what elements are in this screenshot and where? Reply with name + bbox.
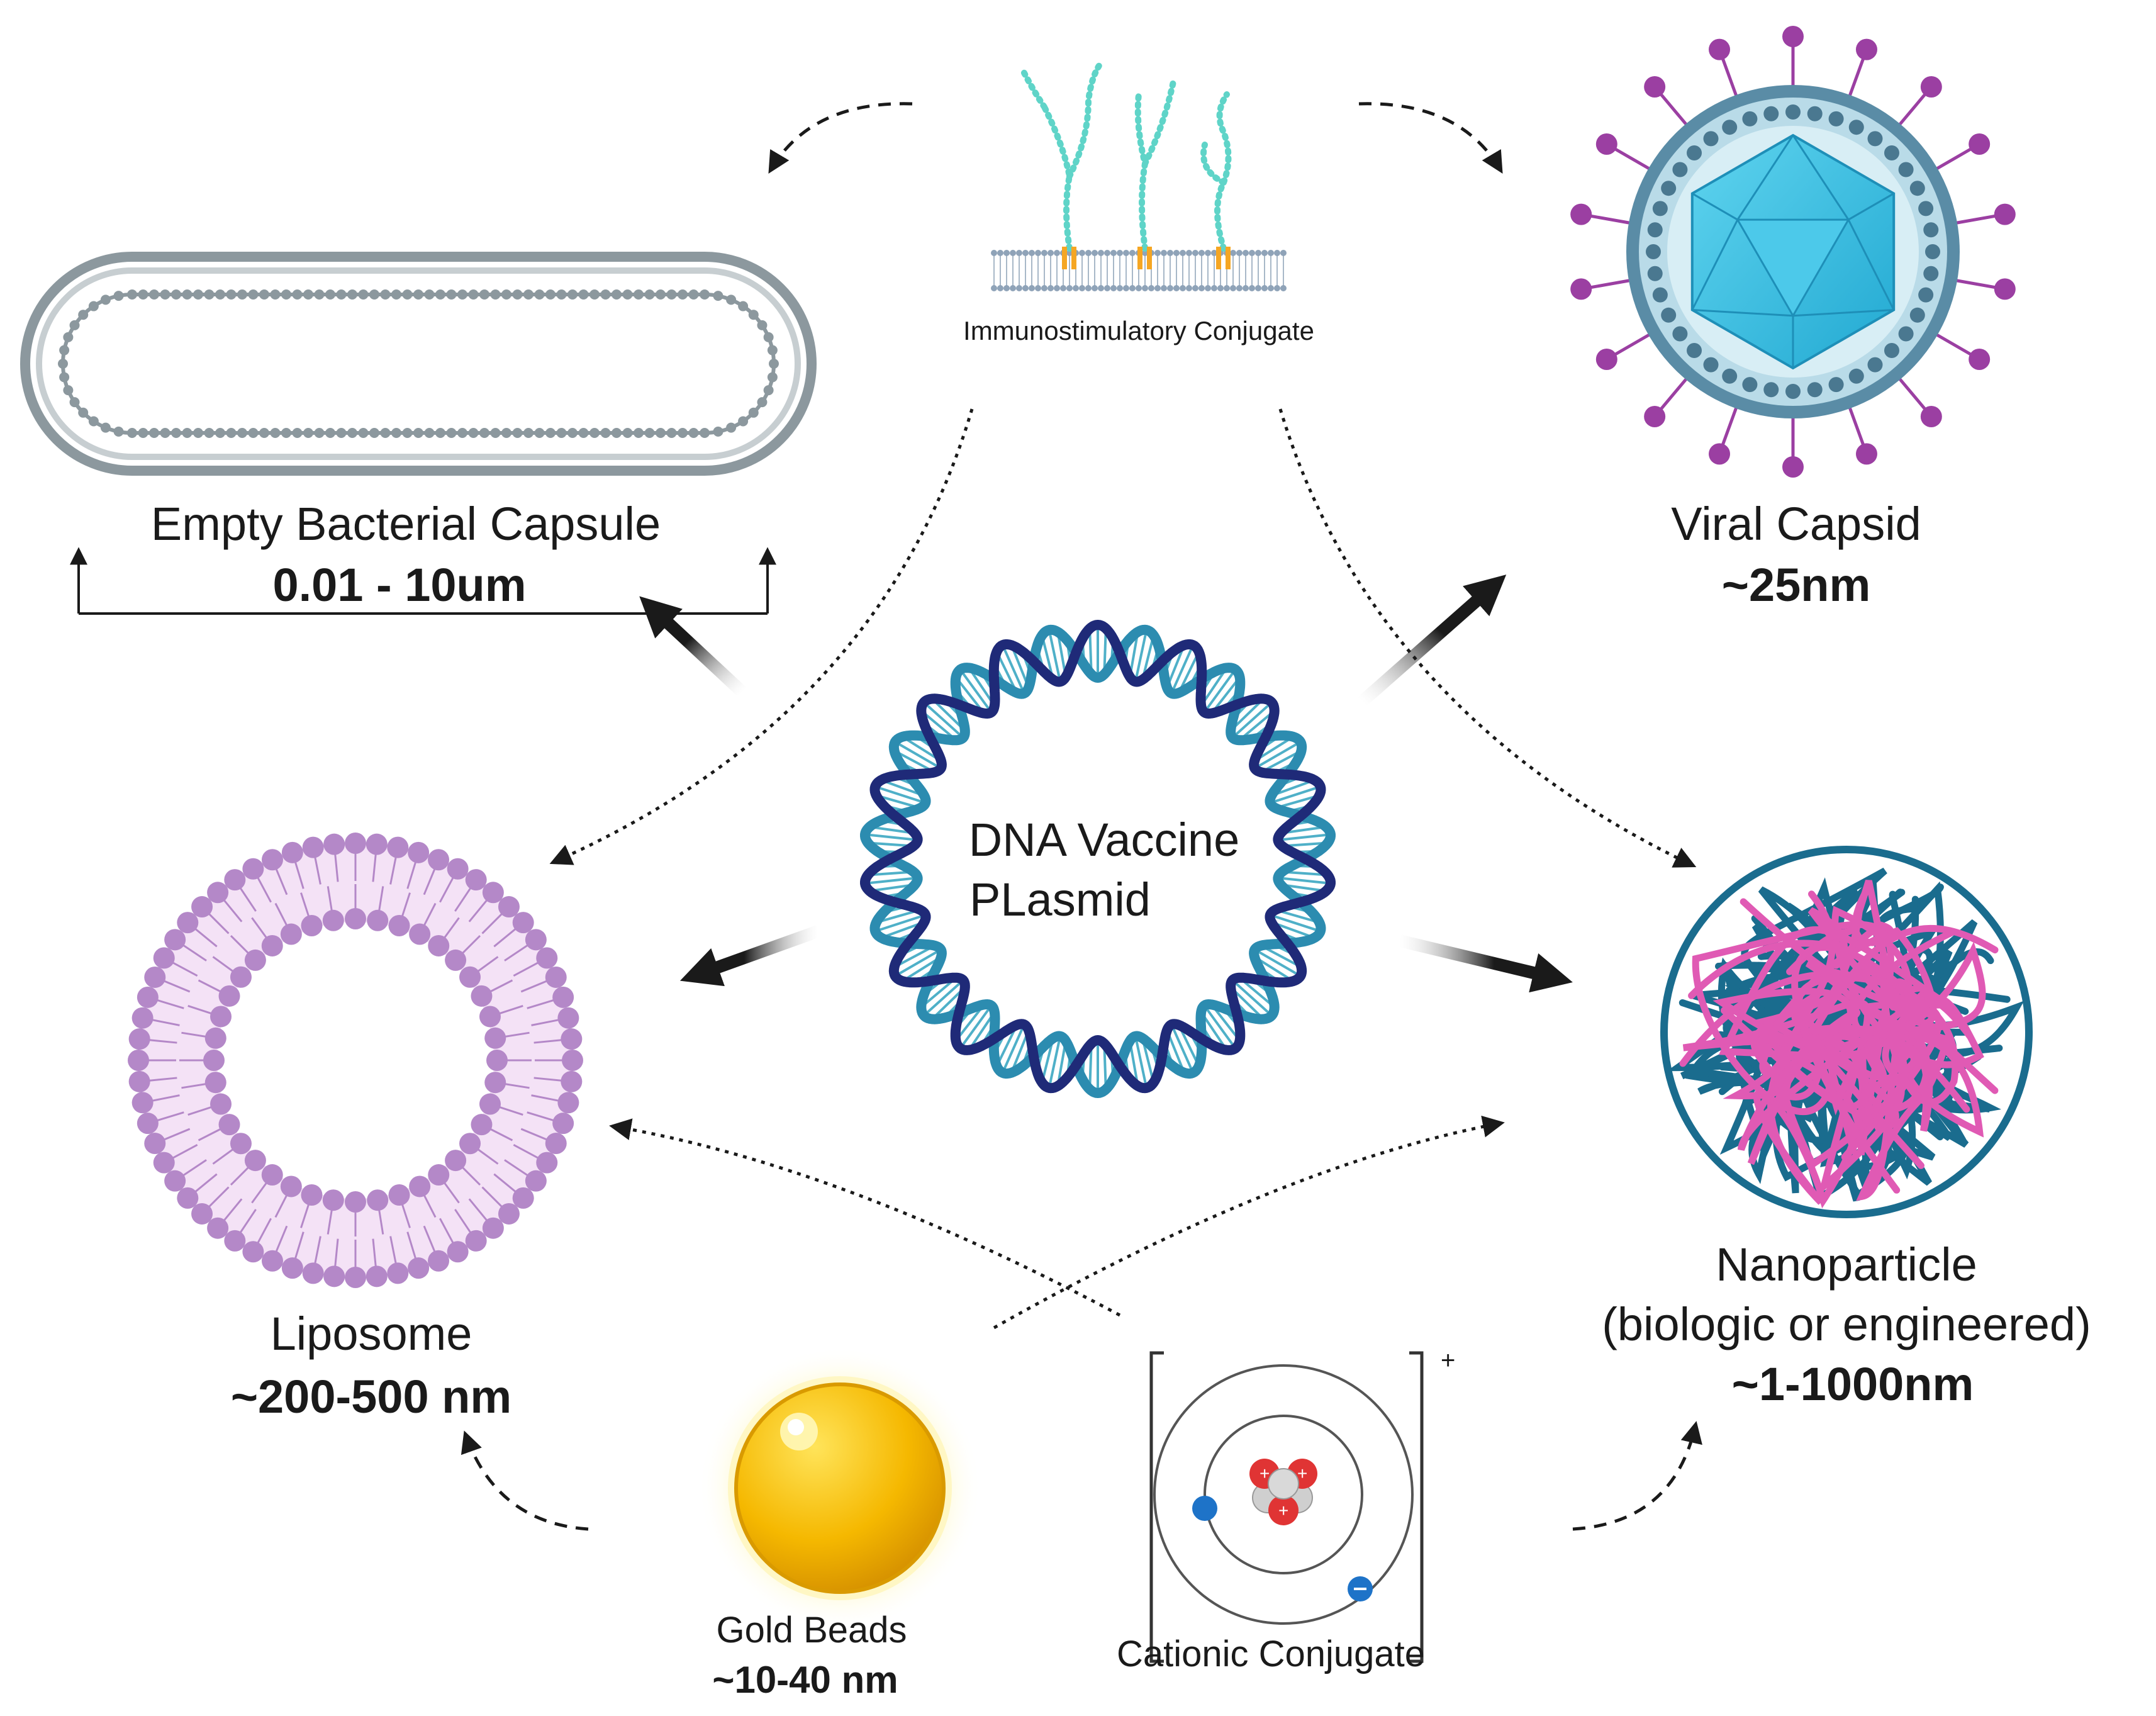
- dotted-arrow-immuno-to-liposome: [549, 408, 974, 865]
- liposome-name: Liposome: [271, 1308, 472, 1360]
- dashed-arrow-immuno-to-bacterial: [768, 102, 913, 174]
- nanoparticle-illustration: [1660, 846, 2033, 1218]
- nanoparticle-size: ~1-1000nm: [1732, 1358, 1974, 1410]
- viral-capsid-illustration: [1570, 26, 2016, 478]
- nanoparticle-subtitle: (biologic or engineered): [1602, 1298, 2091, 1350]
- plasmid-name-line2: PLasmid: [969, 873, 1151, 926]
- size-range-bracket: [70, 547, 776, 615]
- immunostimulatory-conjugate-name: Immunostimulatory Conjugate: [963, 316, 1314, 345]
- liposome-size: ~200-500 nm: [231, 1371, 511, 1423]
- dashed-arrow-cationic-to-nanoparticle: [1572, 1421, 1702, 1531]
- cationic-charge: +: [1441, 1347, 1455, 1374]
- cationic-conjugate-illustration: + + +: [1149, 1351, 1424, 1663]
- plasmid-name-line1: DNA Vaccine: [969, 814, 1240, 866]
- bacterial-capsule-name: Empty Bacterial Capsule: [151, 498, 661, 550]
- dashed-curved-arrows: [461, 102, 1702, 1531]
- gold-beads-size: ~10-40 nm: [712, 1659, 898, 1701]
- dashed-arrow-immuno-to-viral: [1358, 102, 1503, 174]
- arrow-to-viral-capsid: [1358, 575, 1507, 707]
- delivery-arrows: [639, 575, 1573, 993]
- immunostimulatory-conjugate-illustration: [991, 60, 1287, 291]
- viral-capsid-size: ~25nm: [1722, 559, 1871, 611]
- nanoparticle-name: Nanoparticle: [1716, 1238, 1977, 1291]
- svg-text:+: +: [1260, 1464, 1270, 1483]
- electron-icon: [1192, 1496, 1217, 1521]
- dotted-arrow-gold-to-nanoparticle: [993, 1115, 1505, 1330]
- arrow-to-liposome: [679, 925, 820, 987]
- gold-bead-illustration: [698, 1347, 981, 1630]
- nucleus-icon: + + +: [1249, 1459, 1317, 1525]
- dotted-arrow-immuno-to-nanoparticle: [1278, 408, 1697, 868]
- liposome-illustration: [128, 833, 583, 1288]
- gold-beads-name: Gold Beads: [716, 1610, 907, 1651]
- arrow-to-nanoparticle: [1398, 934, 1573, 993]
- viral-capsid-name: Viral Capsid: [1671, 498, 1921, 550]
- dna-plasmid-illustration: [860, 620, 1336, 1098]
- dashed-arrow-gold-to-liposome: [461, 1430, 589, 1531]
- svg-text:+: +: [1278, 1501, 1288, 1520]
- arrow-to-bacterial-capsule: [639, 596, 747, 697]
- cationic-conjugate-name: Cationic Conjugate: [1117, 1634, 1425, 1674]
- dotted-arrow-cationic-to-liposome: [609, 1118, 1121, 1317]
- bacterial-capsule-size: 0.01 - 10um: [272, 559, 526, 611]
- conjugate-dotted-arrows: [549, 408, 1697, 1330]
- svg-text:+: +: [1297, 1464, 1307, 1483]
- bacterial-capsule-illustration: [20, 252, 817, 476]
